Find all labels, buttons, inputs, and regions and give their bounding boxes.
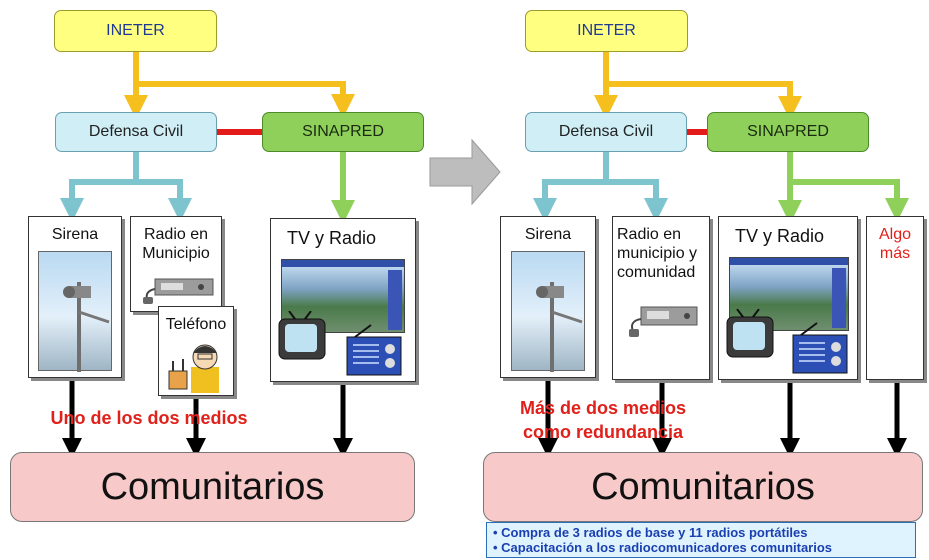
right-algo-card: Algo más: [866, 216, 924, 380]
right-sinapred-label: SINAPRED: [747, 123, 829, 140]
right-algo-label: Algo más: [878, 226, 912, 262]
left-medios-label: Uno de los dos medios: [50, 408, 248, 428]
telephone-person-icon: [168, 344, 219, 393]
left-radio-card: Radio en Municipio: [130, 216, 222, 312]
right-radio-card: Radio en municipio y comunidad: [612, 216, 710, 380]
right-note-2: • Capacitación a los radiocomunicadores …: [493, 540, 833, 555]
radio-unit-icon-right: [629, 306, 698, 337]
right-sirena-label: Sirena: [524, 226, 572, 243]
right-medios-text: Más de dos medios como redundancia: [488, 396, 718, 444]
left-comunitarios-label: Comunitarios: [100, 465, 325, 508]
right-sinapred-arrows: [778, 152, 909, 224]
siren-photo-right: [511, 251, 585, 372]
left-black-arrows: [62, 378, 353, 458]
transition-arrow-icon: [429, 138, 501, 206]
siren-photo: [38, 251, 112, 372]
right-tv-label: TV y Radio: [735, 226, 825, 246]
left-defensa-box: Defensa Civil: [55, 112, 217, 152]
left-telefono-card: Teléfono: [158, 306, 234, 396]
left-medios-text: Uno de los dos medios: [24, 406, 274, 430]
right-defensa-arrows: [533, 152, 668, 222]
left-ineter-box: INETER: [54, 10, 217, 52]
left-comunitarios-box: Comunitarios: [10, 452, 415, 522]
left-radio-label: Radio en Municipio: [142, 226, 210, 262]
left-sirena-label: Sirena: [51, 226, 99, 243]
left-defensa-arrows: [60, 152, 192, 222]
radio-unit-icon: [143, 278, 214, 304]
left-sinapred-box: SINAPRED: [262, 112, 424, 152]
right-sinapred-box: SINAPRED: [707, 112, 869, 152]
left-tv-label: TV y Radio: [287, 228, 377, 248]
right-black-arrows: [538, 378, 907, 458]
right-defensa-box: Defensa Civil: [525, 112, 687, 152]
left-telefono-label: Teléfono: [165, 316, 227, 333]
right-sirena-card: Sirena: [500, 216, 596, 378]
left-defensa-label: Defensa Civil: [88, 123, 184, 140]
television-icon: [278, 311, 402, 376]
right-note-1: • Compra de 3 radios de base y 11 radios…: [493, 525, 808, 540]
right-medios-line2: como redundancia: [522, 422, 684, 442]
right-ineter-arrows: [594, 52, 802, 120]
left-sinapred-label: SINAPRED: [302, 123, 384, 140]
television-icon-right: [726, 309, 848, 374]
left-tv-card: TV y Radio: [270, 218, 416, 382]
right-radio-label: Radio en municipio y comunidad: [617, 226, 698, 281]
radio-receiver-icon: [346, 336, 402, 376]
left-ineter-arrows: [124, 52, 355, 119]
right-comunitarios-label: Comunitarios: [591, 465, 815, 508]
right-medios-line1: Más de dos medios: [519, 398, 687, 418]
right-notes-box: • Compra de 3 radios de base y 11 radios…: [486, 522, 916, 558]
right-ineter-label: INETER: [577, 22, 636, 39]
right-tv-card: TV y Radio: [718, 216, 858, 380]
right-defensa-label: Defensa Civil: [558, 123, 654, 140]
right-comunitarios-box: Comunitarios: [483, 452, 923, 522]
left-ineter-label: INETER: [106, 22, 165, 39]
left-sirena-card: Sirena: [28, 216, 122, 378]
right-ineter-box: INETER: [525, 10, 688, 52]
